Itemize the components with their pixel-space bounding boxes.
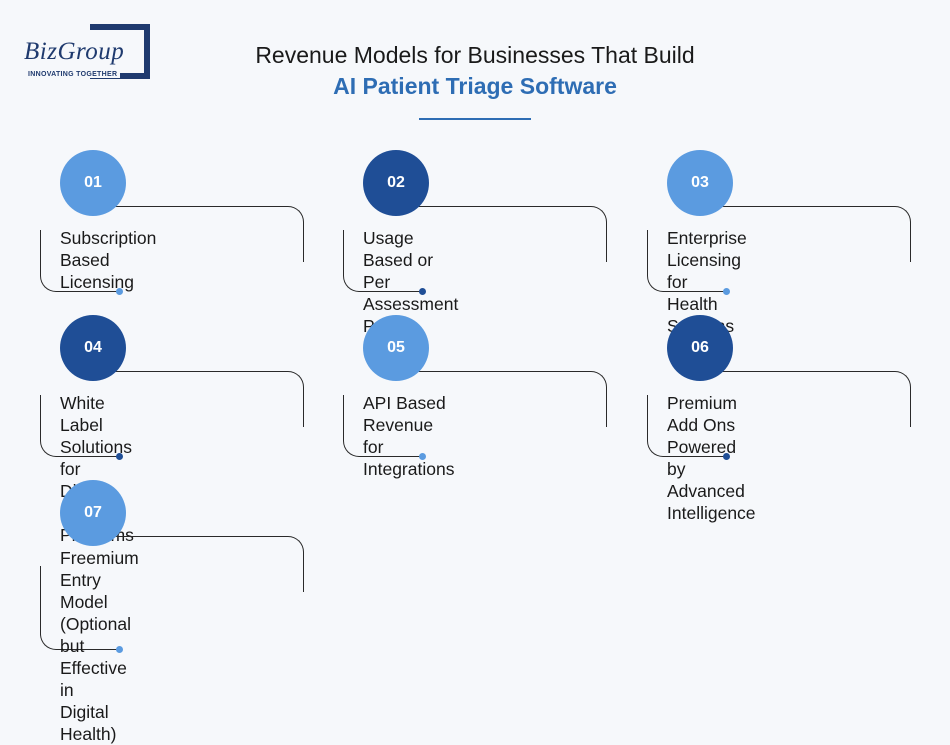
card-frame-top xyxy=(701,206,911,262)
card-frame-left xyxy=(343,395,423,457)
connector-dot xyxy=(419,453,426,460)
connector-dot xyxy=(723,288,730,295)
label-line: Enterprise Licensing for xyxy=(667,228,747,292)
connector-dot xyxy=(116,453,123,460)
page-subtitle: AI Patient Triage Software xyxy=(333,73,617,99)
revenue-model-label: Freemium Entry Model(Optional but Effect… xyxy=(60,547,139,745)
label-line: by Advanced Intelligence xyxy=(667,459,756,523)
connector-dot xyxy=(723,453,730,460)
title-divider xyxy=(419,118,531,120)
card-frame-left xyxy=(40,566,120,650)
step-number-badge: 03 xyxy=(667,150,733,216)
label-line: Based Licensing xyxy=(60,250,134,292)
card-frame-top xyxy=(94,371,304,427)
logo-tagline: INNOVATING TOGETHER xyxy=(28,71,121,78)
page-title: Revenue Models for Businesses That Build xyxy=(255,42,695,68)
label-line: (Optional but Effective in xyxy=(60,614,132,700)
label-line: Premium Add Ons Powered xyxy=(667,393,738,457)
card-frame-top xyxy=(397,206,607,262)
card-frame-top xyxy=(701,371,911,427)
connector-dot xyxy=(116,646,123,653)
card-frame-left xyxy=(647,395,727,457)
card-frame-left xyxy=(647,230,727,292)
step-number-badge: 04 xyxy=(60,315,126,381)
label-line: API Based Revenue xyxy=(363,393,446,435)
card-frame-top xyxy=(397,371,607,427)
step-number-badge: 05 xyxy=(363,315,429,381)
step-number-badge: 02 xyxy=(363,150,429,216)
step-number-badge: 01 xyxy=(60,150,126,216)
card-frame-left xyxy=(40,395,120,457)
label-line: Digital Health) xyxy=(60,702,117,744)
label-line: Freemium Entry Model xyxy=(60,548,139,612)
logo-name: BizGroup xyxy=(24,38,129,66)
card-frame-top xyxy=(94,206,304,262)
step-number-badge: 07 xyxy=(60,480,126,546)
label-line: for Integrations xyxy=(363,437,455,479)
connector-dot xyxy=(419,288,426,295)
bizgroup-logo: BizGroup INNOVATING TOGETHER xyxy=(22,24,158,84)
label-line: Subscription xyxy=(60,228,157,248)
card-frame-left xyxy=(343,230,423,292)
step-number-badge: 06 xyxy=(667,315,733,381)
label-line: Usage Based or xyxy=(363,228,434,270)
card-frame-top xyxy=(94,536,304,592)
card-frame-left xyxy=(40,230,120,292)
connector-dot xyxy=(116,288,123,295)
label-line: White Label Solutions for xyxy=(60,393,132,479)
